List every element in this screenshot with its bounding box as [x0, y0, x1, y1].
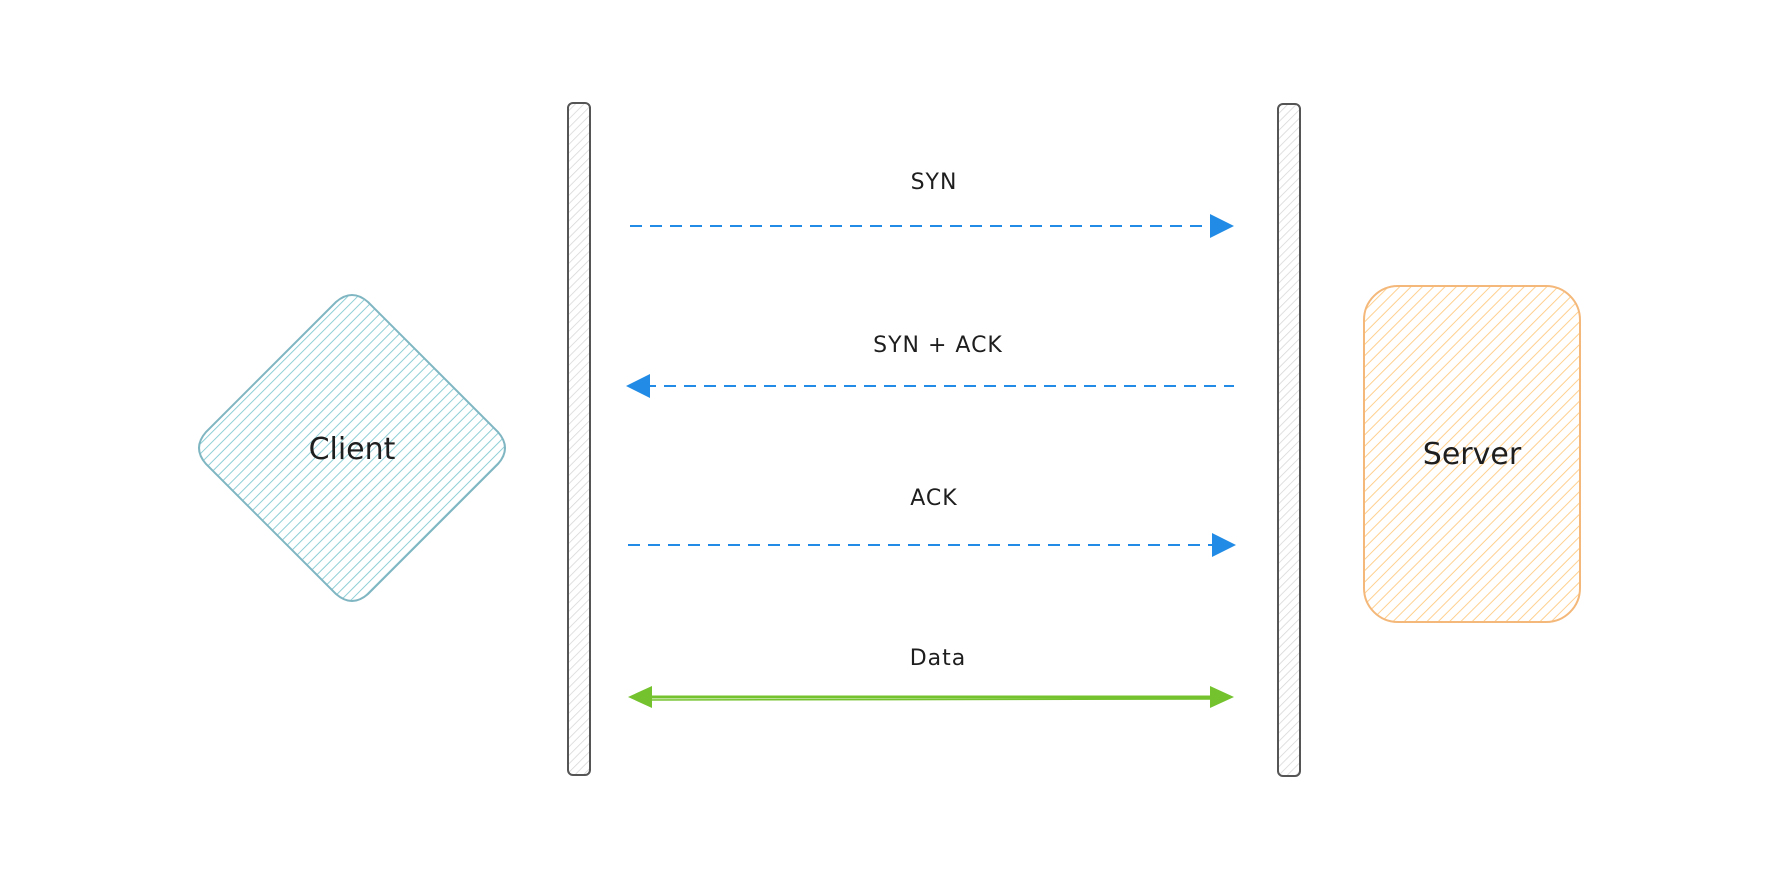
arrowhead-right-icon — [1212, 533, 1236, 557]
message-label-ack: ACK — [910, 486, 957, 511]
server-lifeline — [1277, 103, 1301, 777]
arrowhead-left-icon — [628, 686, 652, 708]
arrowhead-left-icon — [626, 374, 650, 398]
server-label: Server — [1423, 437, 1522, 472]
message-label-syn-ack: SYN + ACK — [873, 333, 1003, 358]
client-shape — [198, 294, 506, 602]
message-arrow-line-data-sketch — [641, 698, 1219, 701]
server-shape — [1363, 285, 1581, 623]
client-node[interactable]: Client — [198, 294, 506, 602]
server-node[interactable]: Server — [1363, 285, 1581, 623]
client-label: Client — [309, 432, 396, 467]
arrowhead-right-icon — [1210, 686, 1234, 708]
message-label-syn: SYN — [911, 170, 958, 195]
client-lifeline — [567, 102, 591, 776]
arrowhead-right-icon — [1210, 214, 1234, 238]
message-syn-ack[interactable]: SYN + ACK — [626, 333, 1234, 398]
message-syn[interactable]: SYN — [630, 170, 1234, 238]
message-data[interactable]: Data — [628, 646, 1234, 708]
message-label-data: Data — [910, 646, 967, 671]
message-ack[interactable]: ACK — [628, 486, 1236, 557]
